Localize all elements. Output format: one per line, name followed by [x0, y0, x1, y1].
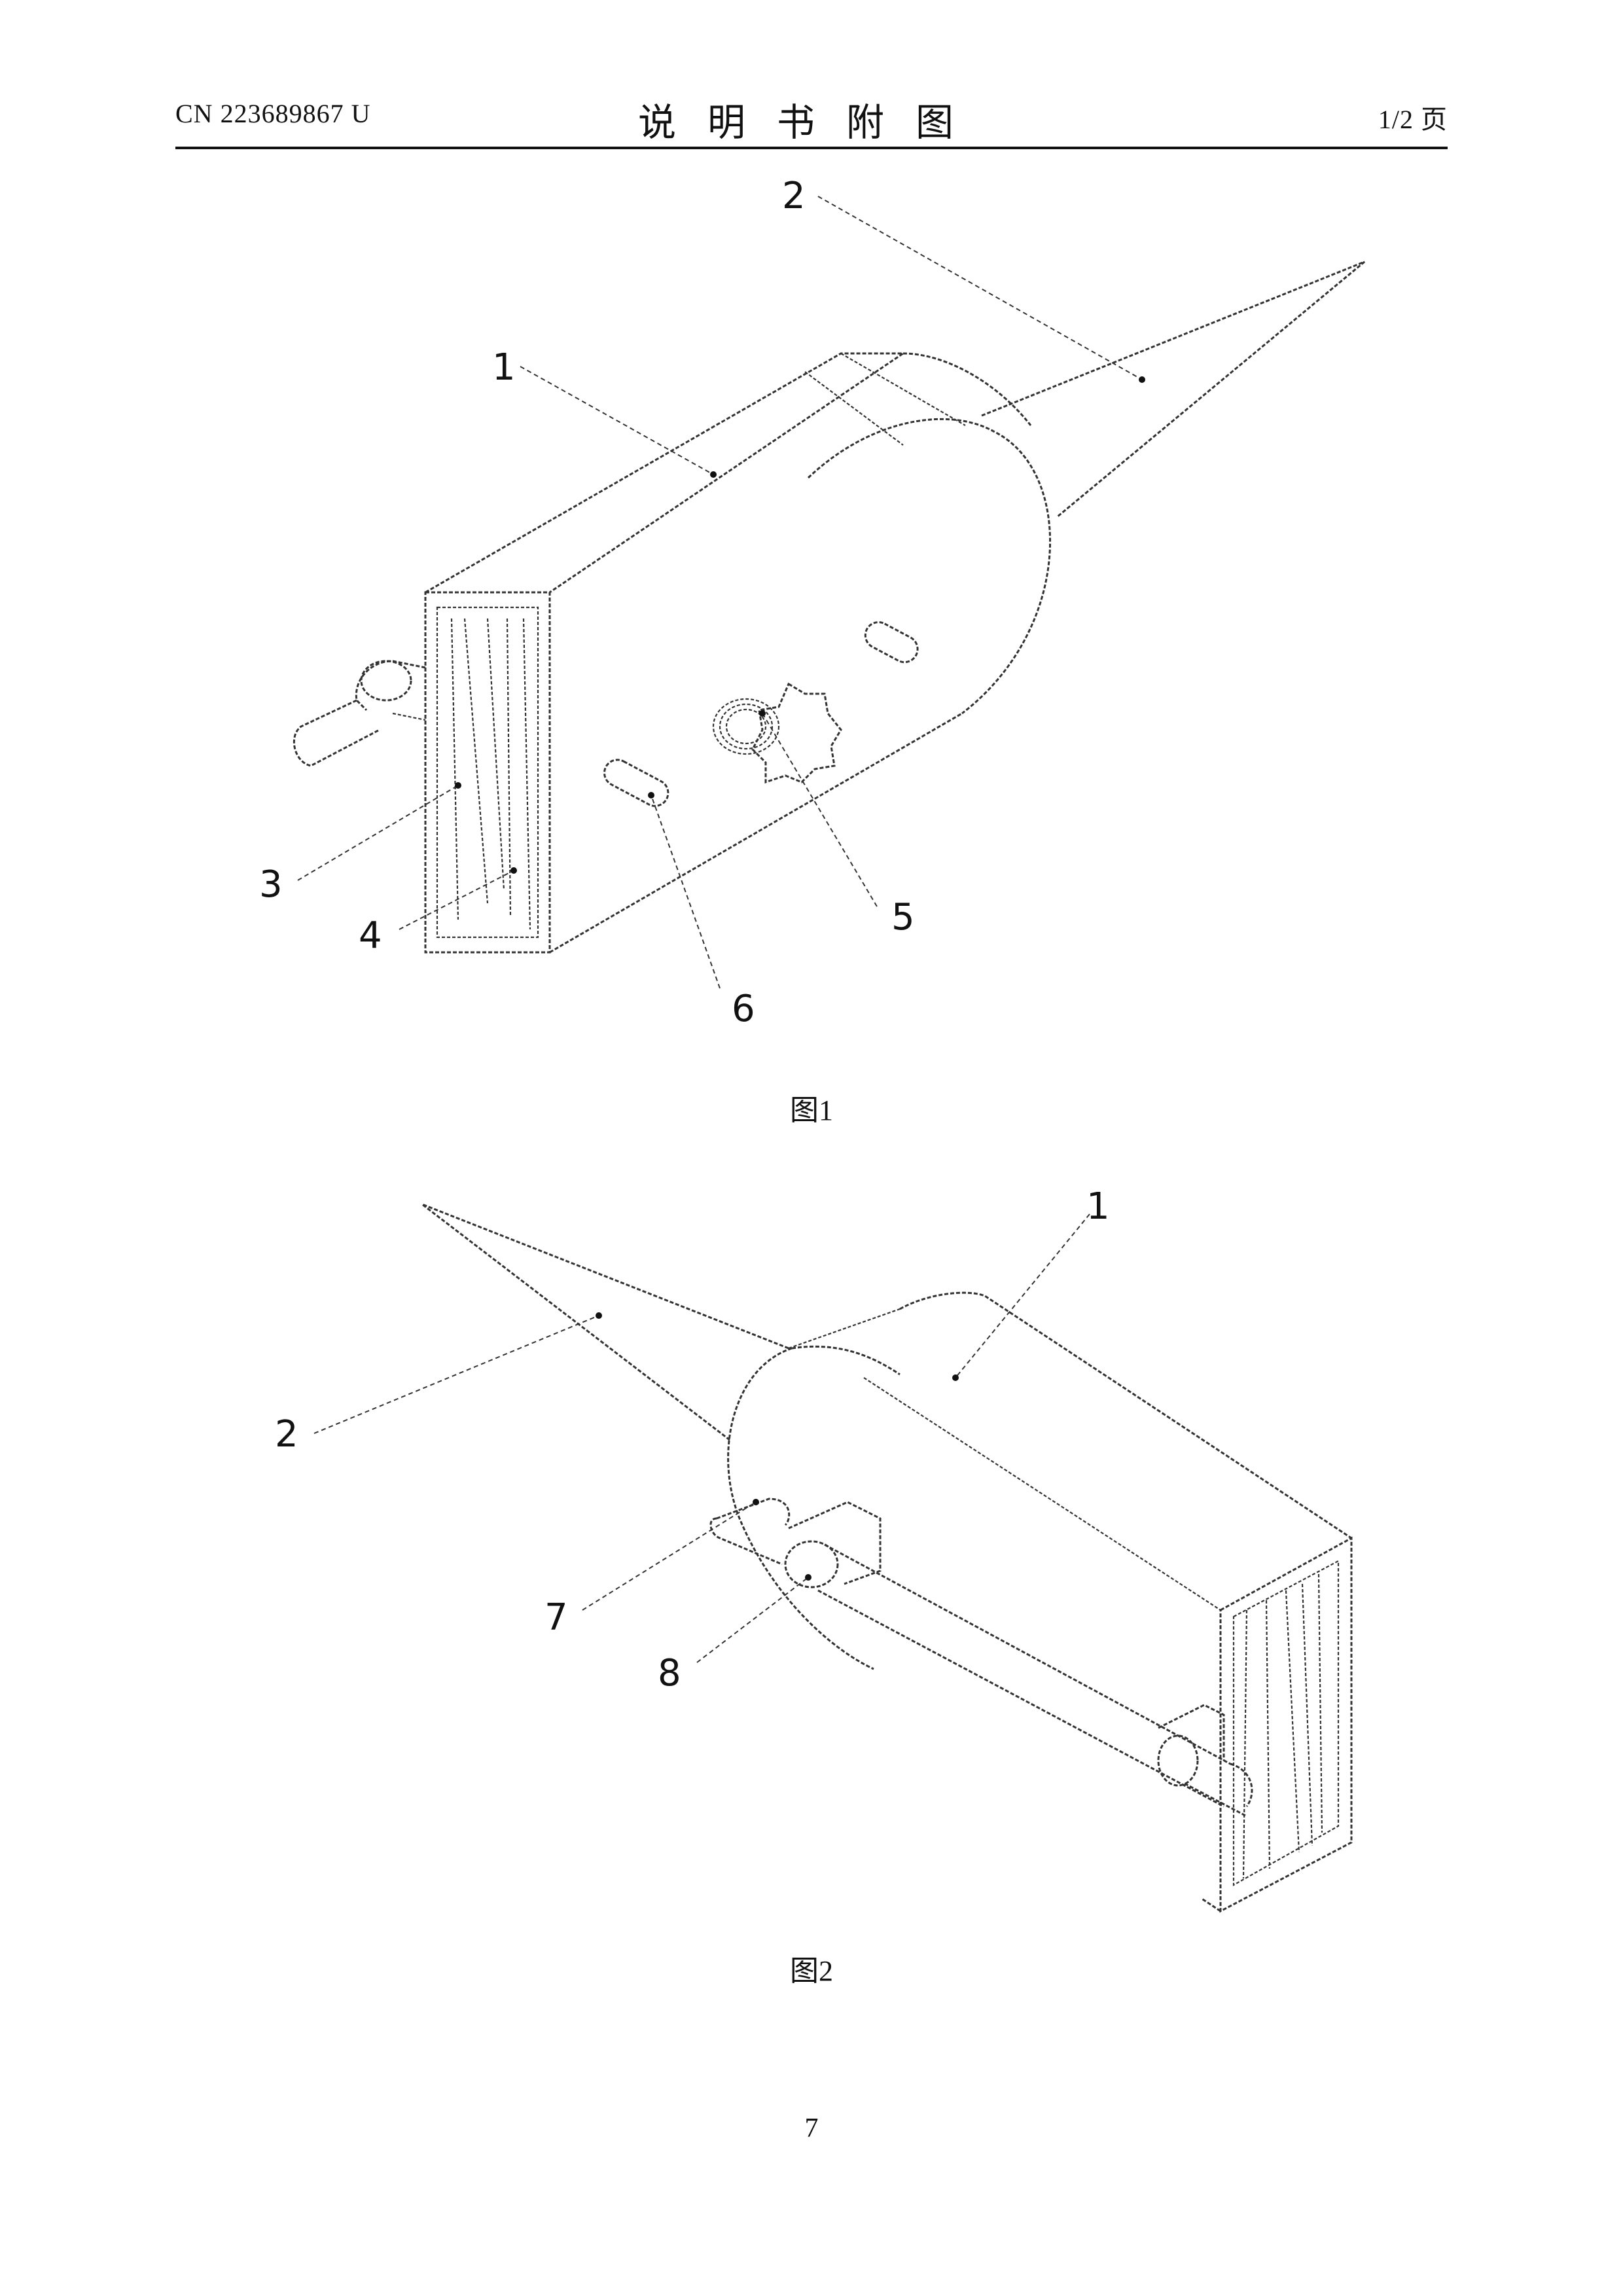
cone-tip — [982, 262, 1364, 517]
label-4: 4 — [359, 914, 382, 957]
label-1: 1 — [492, 346, 516, 389]
label-3: 3 — [259, 863, 283, 906]
figure-2-drawing: 1 2 7 8 — [0, 1165, 1623, 1950]
figure-1-drawing: 1 2 3 4 5 6 — [0, 164, 1623, 1080]
shaft-assembly — [711, 1499, 1252, 1816]
adjustment-knob — [713, 684, 841, 782]
page-number: 7 — [0, 2113, 1623, 2144]
figure-1-caption: 图1 — [0, 1086, 1623, 1128]
device-body — [728, 1293, 1351, 1911]
cone-tip — [422, 1204, 789, 1440]
label-1: 1 — [1086, 1185, 1110, 1228]
label-8: 8 — [658, 1652, 681, 1695]
side-shaft — [294, 661, 425, 766]
leaders — [314, 1214, 1090, 1662]
filter-plates — [1243, 1574, 1322, 1878]
label-7: 7 — [544, 1596, 568, 1639]
label-6: 6 — [732, 988, 755, 1030]
label-5: 5 — [891, 896, 915, 939]
page-of-indicator: 1/2 页 — [1378, 98, 1448, 136]
label-2: 2 — [275, 1413, 298, 1456]
header-rule — [175, 147, 1448, 149]
label-2: 2 — [782, 175, 806, 217]
dots — [596, 1312, 959, 1581]
figure-2-caption: 图2 — [0, 1947, 1623, 1989]
device-body — [425, 353, 1050, 952]
dots — [455, 376, 1145, 874]
